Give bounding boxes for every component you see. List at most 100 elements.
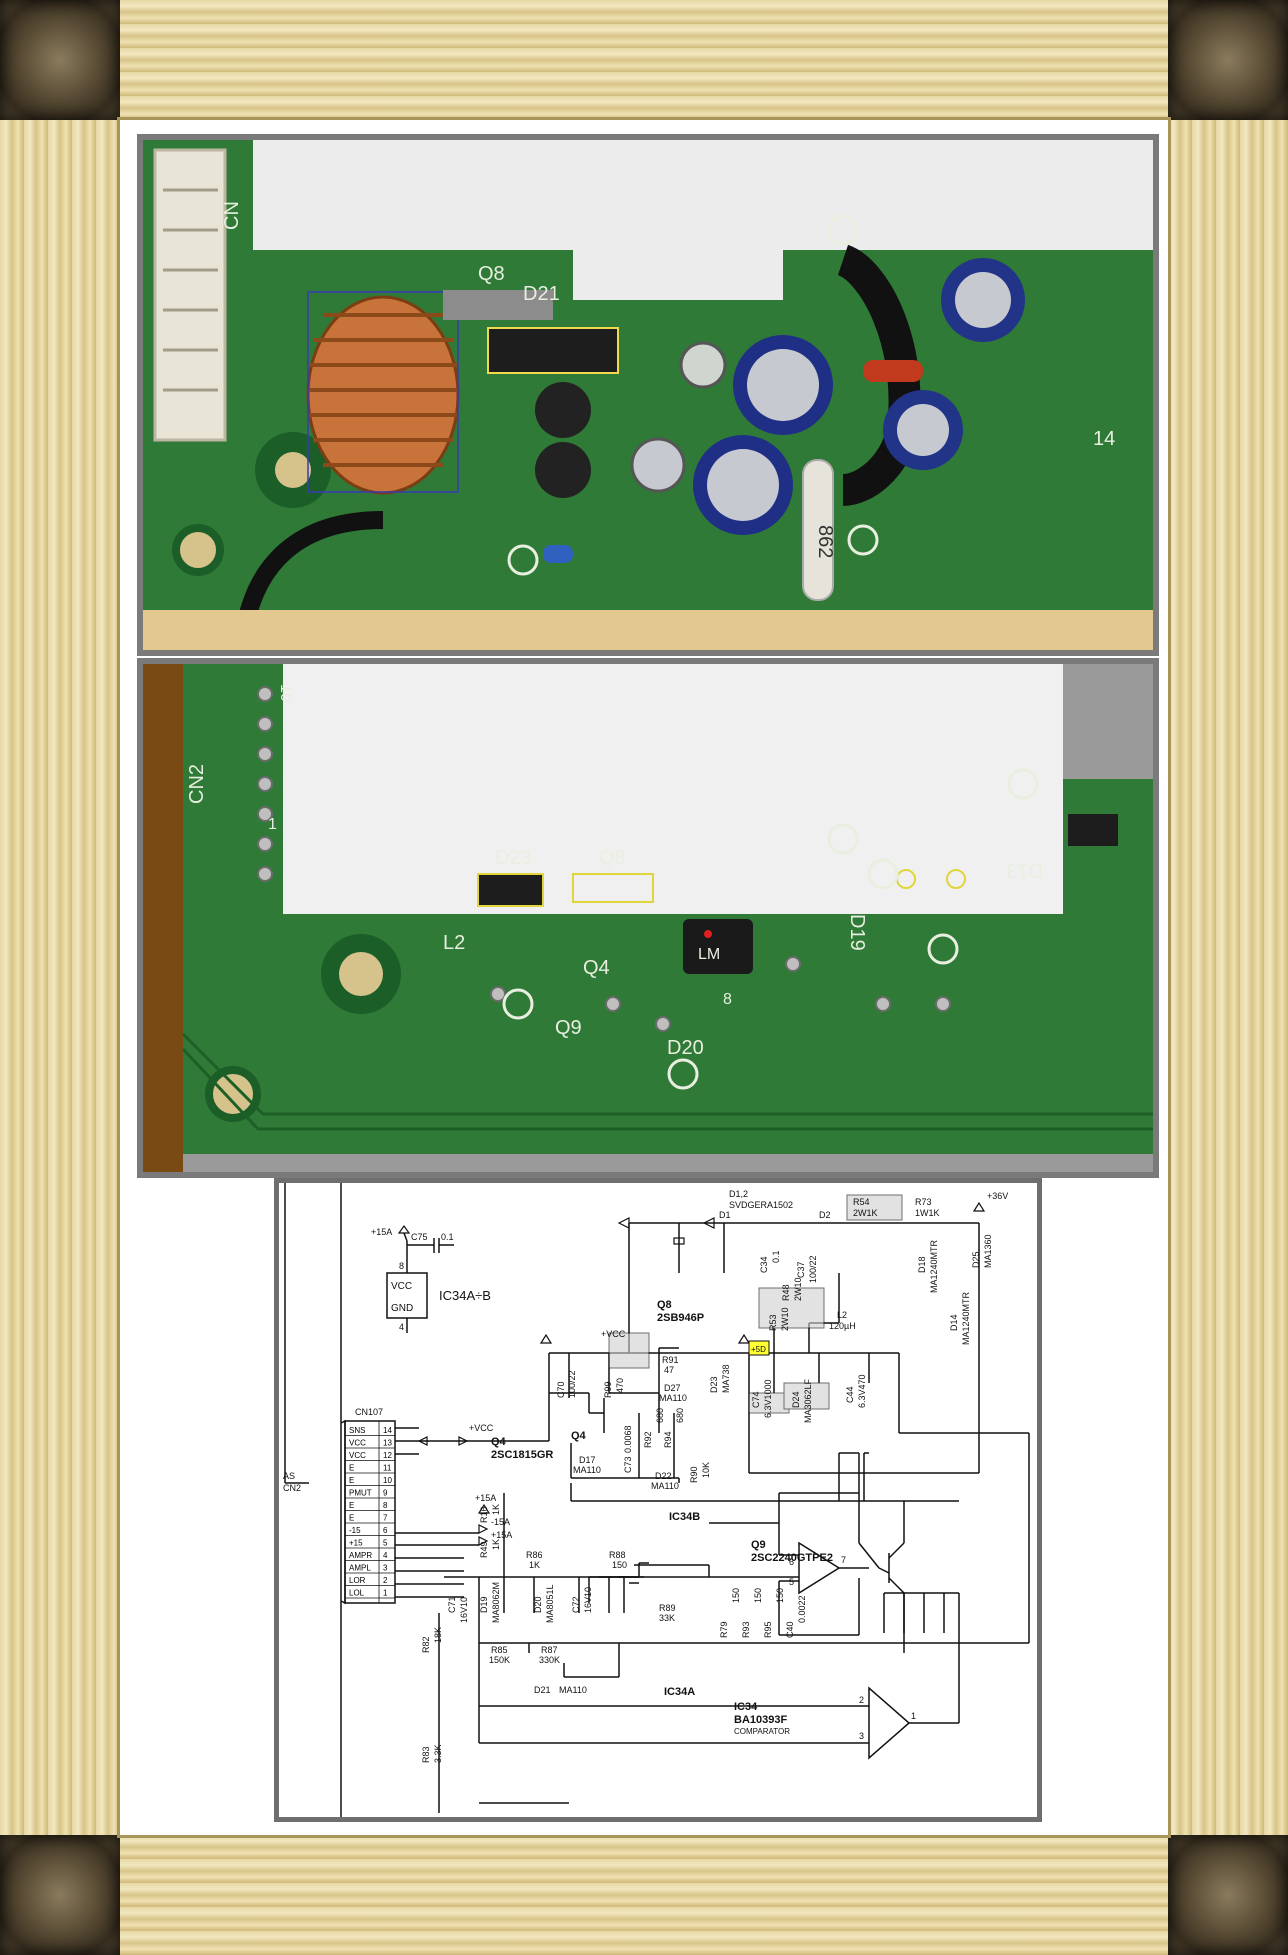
frame-top: [0, 0, 1288, 120]
silk-q4: Q4: [583, 957, 610, 979]
lbl-pin1: 1: [911, 1711, 916, 1721]
lbl-r16v: 1K: [491, 1504, 501, 1515]
silk-l2: L2: [443, 932, 465, 954]
frame-corner-top-right: [1168, 0, 1288, 120]
lbl-c72v: 16V10: [583, 1587, 593, 1613]
connector-pin-name: VCC: [349, 1451, 366, 1460]
lbl-r88: R88: [609, 1550, 626, 1560]
lbl-r91: R91: [662, 1355, 679, 1365]
connector-pin-name: PMUT: [349, 1489, 372, 1498]
lbl-r53: R53: [768, 1314, 778, 1331]
lbl-c74: C74: [751, 1391, 761, 1408]
lbl-c75: C75: [411, 1232, 428, 1242]
connector-pin-name: LOL: [349, 1589, 365, 1598]
lbl-l2v: 120µH: [829, 1321, 856, 1331]
lbl-d12: D1,2: [729, 1189, 748, 1199]
lbl-ic34: IC34: [734, 1701, 758, 1713]
lbl-pin7: 7: [841, 1555, 846, 1565]
connector-pin-number: 7: [383, 1514, 388, 1523]
lbl-as: AS: [283, 1471, 295, 1481]
lbl-cn2: CN2: [283, 1483, 301, 1493]
lbl-r16: R16: [479, 1506, 489, 1523]
lbl-pin3: 3: [859, 1731, 864, 1741]
lbl-q4-symbol: Q4: [571, 1430, 587, 1442]
lbl-r99: R99: [603, 1381, 613, 1398]
lbl-r88v: 150: [612, 1560, 627, 1570]
lbl-l2: L2: [837, 1310, 847, 1320]
lbl-d12-part: SVDGERA1502: [729, 1200, 793, 1210]
frame-bottom: [0, 1835, 1288, 1955]
lbl-r92v: 680: [655, 1408, 665, 1423]
lbl-plus-vcc: +VCC: [601, 1329, 626, 1339]
lbl-c73: C73: [623, 1456, 633, 1473]
silk-pin-1: 1: [268, 816, 277, 833]
connector-pin-number: 6: [383, 1526, 388, 1535]
lbl-d14p: MA1240MTR: [961, 1291, 971, 1345]
lbl-c34: C34: [759, 1256, 769, 1273]
silk-d19: D19: [846, 914, 868, 951]
lbl-c40v: 0.0022: [797, 1595, 807, 1623]
silk-pin-10: 10: [277, 684, 294, 702]
lbl-comparator: COMPARATOR: [734, 1727, 790, 1736]
connector-pin-number: 3: [383, 1564, 388, 1573]
lbl-c71v: 16V10: [459, 1597, 469, 1623]
connector-pin-number: 14: [383, 1426, 392, 1435]
lbl-r95: R95: [763, 1621, 773, 1638]
lbl-ic34a: IC34A: [664, 1686, 695, 1698]
lbl-c71: C71: [447, 1596, 457, 1613]
connector-pin-number: 8: [383, 1501, 388, 1510]
lbl-pin5: 5: [789, 1577, 794, 1587]
lbl-r79: R79: [719, 1621, 729, 1638]
pcb-photo-middle-image: CN2 D23 Q8 L2 Q4 Q9 D20 D19 D13 LM 8 1 1…: [143, 664, 1153, 1172]
lbl-q4: Q4: [491, 1436, 507, 1448]
lbl-c73v: 0.0068: [623, 1425, 633, 1453]
connector-pin-number: 1: [383, 1589, 388, 1598]
connector-pin-name: VCC: [349, 1439, 366, 1448]
resistor-code-text: 862: [814, 525, 836, 558]
lbl-pin4: 4: [399, 1322, 404, 1332]
silk-cn2: CN2: [186, 764, 208, 804]
lbl-d17: D17: [579, 1455, 596, 1465]
lbl-m15a: -15A: [491, 1517, 510, 1527]
lbl-q4p: 2SC1815GR: [491, 1449, 553, 1461]
lbl-c72: C72: [571, 1596, 581, 1613]
connector-pin-name: LOR: [349, 1576, 366, 1585]
lbl-r85v: 150K: [489, 1655, 510, 1665]
lbl-r91v: 47: [664, 1365, 674, 1375]
lbl-d18p: MA1240MTR: [929, 1239, 939, 1293]
lbl-d19: D19: [479, 1596, 489, 1613]
lbl-pin6: 6: [789, 1557, 794, 1567]
lbl-d19p: MA8062M: [491, 1582, 501, 1623]
frame-corner-bottom-right: [1168, 1835, 1288, 1955]
lbl-r54: R54: [853, 1197, 870, 1207]
silk-d21-top: D21: [523, 283, 560, 305]
connector-pin-number: 9: [383, 1489, 388, 1498]
lbl-r94: R94: [663, 1431, 673, 1448]
lbl-c34v: 0.1: [771, 1250, 781, 1263]
lbl-d22: D22: [655, 1471, 672, 1481]
lbl-r90: R90: [689, 1466, 699, 1483]
silk-cn-top: CN: [221, 201, 243, 230]
lbl-r86v: 1K: [529, 1560, 540, 1570]
connector-pin-name: E: [349, 1501, 354, 1510]
connector-pin-number: 2: [383, 1576, 388, 1585]
connector-pin-name: SNS: [349, 1426, 365, 1435]
connector-pin-number: 13: [383, 1439, 392, 1448]
lbl-p36v: +36V: [987, 1191, 1008, 1201]
lbl-r92: R92: [643, 1431, 653, 1448]
lbl-c70: C70: [556, 1381, 566, 1398]
lbl-pin8: 8: [399, 1261, 404, 1271]
connector-pin-name: AMPR: [349, 1551, 372, 1560]
lbl-d17p: MA110: [573, 1465, 601, 1475]
lbl-d20p: MA8051L: [545, 1584, 555, 1623]
lbl-d14: D14: [949, 1314, 959, 1331]
lbl-ic34p: BA10393F: [734, 1714, 787, 1726]
silk-ic-lm: LM: [698, 946, 720, 963]
connector-pin-number: 10: [383, 1476, 392, 1485]
lbl-r94v: 680: [675, 1408, 685, 1423]
connector-pin-name: E: [349, 1514, 354, 1523]
pcb-photo-middle: CN2 D23 Q8 L2 Q4 Q9 D20 D19 D13 LM 8 1 1…: [137, 658, 1159, 1178]
lbl-r89: R89: [659, 1603, 676, 1613]
lbl-r85: R85: [491, 1645, 508, 1655]
